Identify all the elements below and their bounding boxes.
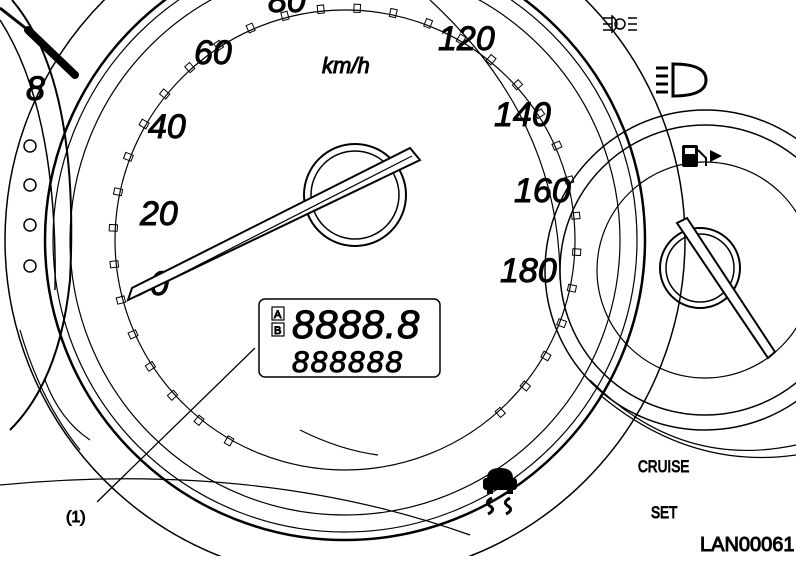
speed-label-80: 80: [268, 0, 306, 20]
scale-tick: [184, 61, 196, 74]
scale-tick: [127, 329, 139, 340]
tachometer-dot: [23, 139, 37, 153]
tachometer-dot: [23, 178, 37, 192]
speed-label-180: 180: [500, 252, 557, 290]
odometer-display: A B 8888.8 888888: [258, 298, 441, 380]
fuel-gauge: [429, 0, 796, 458]
trip-b-indicator: B: [274, 325, 281, 337]
scale-tick: [388, 7, 398, 19]
callout-label: (1): [66, 509, 86, 526]
scale-tick: [193, 414, 205, 427]
speed-label-140: 140: [494, 96, 551, 134]
scale-tick: [485, 53, 497, 66]
scale-tick: [158, 88, 171, 100]
speedometer-needle: [126, 143, 422, 302]
tachometer: 8: [0, 0, 79, 431]
scale-tick: [115, 295, 127, 305]
scale-tick: [112, 187, 124, 197]
speed-label-40: 40: [148, 108, 186, 146]
odometer-upper-digits: 8888.8: [292, 303, 420, 347]
scale-tick: [122, 151, 134, 162]
scale-tick: [566, 283, 578, 293]
tachometer-dot: [23, 259, 37, 273]
scale-tick: [213, 39, 225, 52]
trip-a-indicator: A: [274, 309, 282, 321]
speed-label-160: 160: [514, 172, 571, 210]
scale-tick: [563, 175, 575, 185]
odometer-lower-digits: 888888: [292, 346, 404, 379]
speed-label-60: 60: [194, 34, 232, 72]
scale-tick: [494, 406, 506, 419]
speed-label-120: 120: [438, 20, 495, 58]
scale-tick: [109, 260, 120, 269]
scale-tick: [353, 3, 362, 14]
scale-tick: [519, 380, 532, 392]
skid-icon: [483, 468, 517, 516]
scale-tick: [144, 360, 157, 372]
scale-tick: [540, 350, 552, 362]
speed-unit: km/h: [322, 53, 370, 78]
scale-tick: [166, 389, 179, 401]
scale-tick: [280, 10, 290, 22]
speed-label-20: 20: [139, 195, 178, 233]
scale-tick: [533, 108, 546, 120]
scale-tick: [571, 248, 582, 257]
figure-code: LAN00061: [700, 534, 795, 556]
fuel-needle: [675, 216, 777, 360]
position-light-icon: [603, 14, 637, 34]
cruise-indicator: CRUISE: [638, 458, 689, 477]
speedometer: 0 20 40 60 80 120 140 160 180 km/h: [4, 0, 686, 561]
headlight-icon: [656, 62, 708, 98]
scale-tick: [223, 435, 235, 447]
scale-tick: [551, 140, 563, 151]
set-indicator: SET: [651, 504, 678, 523]
scale-tick: [423, 17, 434, 29]
callout-1: (1): [66, 347, 256, 527]
scale-tick: [570, 211, 581, 220]
scale-tick: [138, 118, 150, 130]
tachometer-dot: [23, 218, 37, 232]
tachometer-needle: [24, 26, 79, 79]
fuel-door-icon: [682, 145, 722, 167]
scale-tick: [245, 22, 256, 34]
scale-tick: [511, 79, 524, 91]
scale-tick: [556, 318, 568, 329]
scale-tick: [316, 4, 325, 15]
scale-tick: [108, 223, 119, 232]
tachometer-label-8: 8: [26, 70, 45, 108]
